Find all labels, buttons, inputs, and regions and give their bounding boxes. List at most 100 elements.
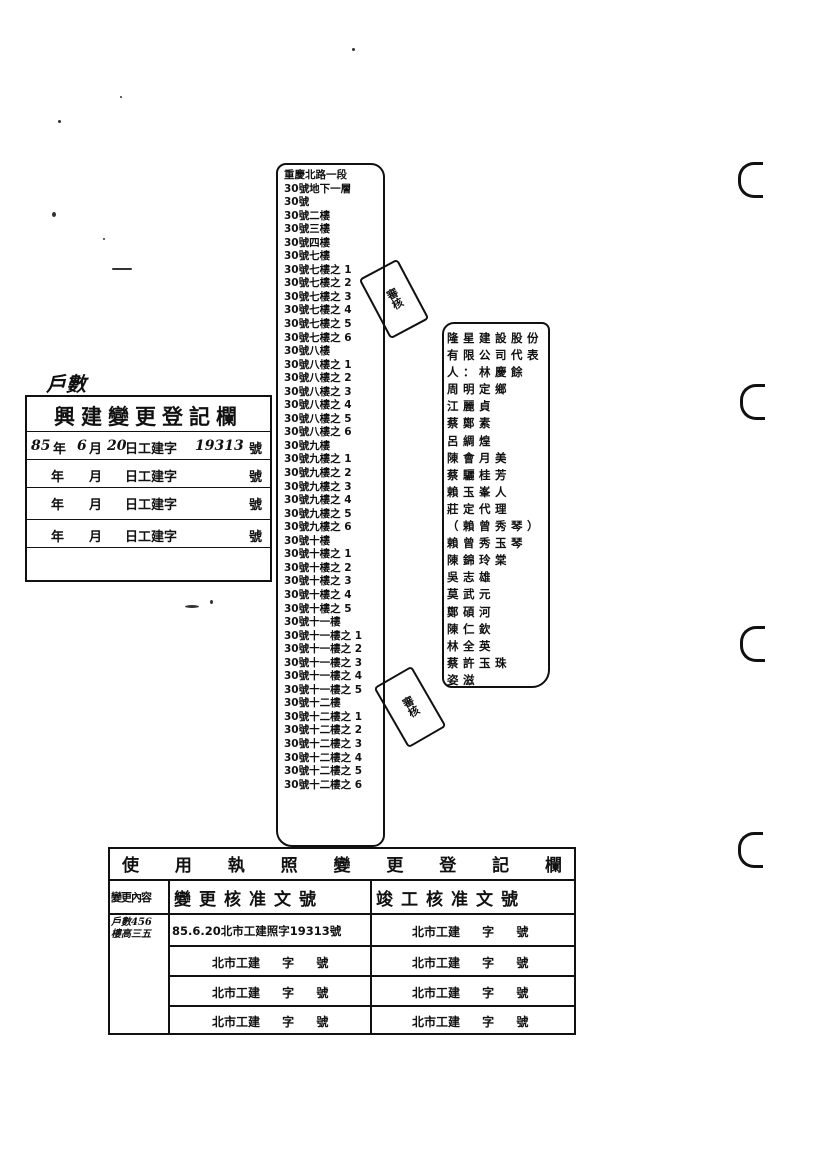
owner-line: 陳會月美	[447, 450, 511, 465]
row-year-label: 年	[51, 530, 65, 545]
address-line: 30號三樓	[284, 223, 331, 236]
owner-line: 蔡鄭素	[447, 416, 495, 431]
address-line: 30號九樓之 6	[284, 521, 352, 534]
construction-change-register: 興建變更登記欄 85 年 6 月 20 日工建字 19313 號 年 月 日工建…	[25, 395, 272, 582]
title-char: 變	[333, 856, 351, 876]
owner-line: 賴曾秀玉琴	[447, 536, 527, 551]
owners-box: 隆星建設股份有限公司代表人：林慶餘周明定鄉江麗貞蔡鄭素呂綢煌陳會月美蔡驪桂芳賴玉…	[442, 322, 550, 688]
address-line: 30號七樓	[284, 250, 331, 263]
address-line: 30號十樓之 5	[284, 602, 352, 615]
register-title: 興建變更登記欄	[54, 404, 243, 429]
address-line: 30號十一樓之 4	[284, 670, 363, 683]
title-char: 執	[227, 856, 245, 876]
row-year-label: 年	[51, 498, 65, 513]
address-line: 30號八樓之 5	[284, 412, 352, 425]
address-line: 30號十二樓之 4	[284, 751, 363, 764]
license-table-title: 使 用 執 照 變 更 登 記 欄	[110, 851, 574, 876]
address-line: 30號九樓	[284, 439, 331, 452]
seal-stamp-text: 審核	[399, 693, 422, 720]
address-line: 30號八樓之 2	[284, 372, 352, 385]
owner-line: 隆星建設股份	[447, 331, 543, 345]
title-char: 欄	[545, 856, 562, 876]
address-line: 30號八樓之 6	[284, 426, 352, 439]
address-line: 30號十一樓之 1	[284, 629, 363, 642]
address-line: 30號十一樓之 2	[284, 643, 363, 656]
address-line: 30號九樓之 2	[284, 467, 352, 480]
row-month-label: 月	[89, 470, 103, 485]
row-end: 號	[249, 530, 263, 545]
row-month-label: 月	[89, 498, 103, 513]
row-rest: 日工建字	[125, 442, 178, 457]
punch-hole-4	[738, 832, 763, 868]
register-row: 年 月 日工建字 號	[27, 519, 270, 547]
title-char: 登	[439, 856, 457, 876]
address-line: 30號十樓之 1	[284, 548, 352, 561]
row-change: 北市工建 字 號	[212, 956, 329, 970]
title-char: 照	[280, 856, 298, 876]
address-line: 30號七樓之 4	[284, 304, 352, 317]
address-line: 30號十二樓之 3	[284, 737, 363, 750]
owner-line: 陳仁欽	[447, 621, 495, 636]
row-change: 北市工建 字 號	[212, 986, 329, 1000]
owner-line: 賴玉峯人	[447, 484, 511, 499]
owner-line: 蔡驪桂芳	[447, 467, 511, 482]
row-rest: 日工建字	[125, 470, 178, 485]
owner-line: 呂綢煌	[447, 433, 495, 448]
address-line: 30號八樓之 3	[284, 385, 352, 398]
register-row: 年 月 日工建字 號	[27, 487, 270, 515]
row-complete: 北市工建 字 號	[412, 1015, 529, 1029]
row-complete: 北市工建 字 號	[412, 986, 529, 1000]
address-line: 30號七樓之 3	[284, 290, 352, 303]
punch-hole-2	[740, 384, 765, 420]
row-change: 北市工建 字 號	[212, 1015, 329, 1029]
punch-hole-1	[738, 162, 763, 198]
owner-line: 莊定代理	[447, 501, 511, 516]
address-line: 30號十二樓之 1	[284, 710, 363, 723]
row-number: 19313	[195, 438, 244, 454]
row-end: 號	[249, 442, 263, 457]
row-complete: 北市工建 字 號	[412, 956, 529, 970]
register-row-empty	[27, 547, 270, 575]
side-note: 戶數	[46, 372, 86, 396]
owner-line: 有限公司代表	[447, 348, 543, 363]
title-char: 使	[122, 856, 139, 876]
header-change-number: 變更核准文號	[174, 890, 324, 910]
header-content: 變更內容	[111, 891, 152, 904]
address-line: 30號十二樓之 2	[284, 724, 363, 737]
title-char: 更	[386, 856, 404, 876]
row-year: 85	[31, 438, 51, 454]
owner-line: 人：林慶餘	[447, 365, 527, 380]
row-end: 號	[249, 470, 263, 485]
header-completion-number: 竣工核准文號	[376, 890, 526, 910]
register-row: 年 月 日工建字 號	[27, 459, 270, 487]
owner-line: 周明定鄉	[447, 382, 511, 397]
title-char: 用	[174, 856, 192, 876]
row-end: 號	[249, 498, 263, 513]
address-line: 30號十一樓之 3	[284, 656, 363, 669]
address-line: 30號地下一層	[284, 182, 352, 195]
row-change: 85.6.20北市工建照字19313號	[172, 924, 342, 938]
use-license-change-register: 使 用 執 照 變 更 登 記 欄 變更內容 變更核准文號 竣工核准文號 戶數4…	[108, 847, 576, 1035]
row-day: 20	[107, 438, 127, 454]
address-line: 30號十樓	[284, 534, 331, 547]
address-line: 30號七樓之 6	[284, 331, 352, 344]
owners-list: 隆星建設股份有限公司代表人：林慶餘周明定鄉江麗貞蔡鄭素呂綢煌陳會月美蔡驪桂芳賴玉…	[447, 330, 543, 689]
seal-stamp-text: 審核	[383, 286, 406, 312]
owner-line: 江麗貞	[447, 399, 495, 414]
owner-line: 莫武元	[447, 587, 495, 602]
owner-line: 蔡許玉珠	[447, 655, 511, 670]
address-line: 30號七樓之 2	[284, 277, 352, 290]
address-line: 30號十一樓	[284, 616, 341, 629]
address-line: 30號七樓之 1	[284, 263, 352, 276]
register-row: 85 年 6 月 20 日工建字 19313 號	[27, 431, 270, 459]
address-line: 30號十二樓	[284, 697, 341, 710]
owner-line: 鄭碩河	[447, 604, 495, 619]
address-line: 30號七樓之 5	[284, 318, 352, 331]
owner-line: （賴曾秀琴）	[447, 519, 543, 534]
owner-line: 姿滋	[447, 672, 479, 687]
address-line: 30號八樓之 4	[284, 399, 352, 412]
address-line: 30號九樓之 1	[284, 453, 352, 466]
address-line: 30號	[284, 196, 310, 209]
row-year-label: 年	[51, 470, 65, 485]
address-line: 30號十樓之 4	[284, 588, 352, 601]
